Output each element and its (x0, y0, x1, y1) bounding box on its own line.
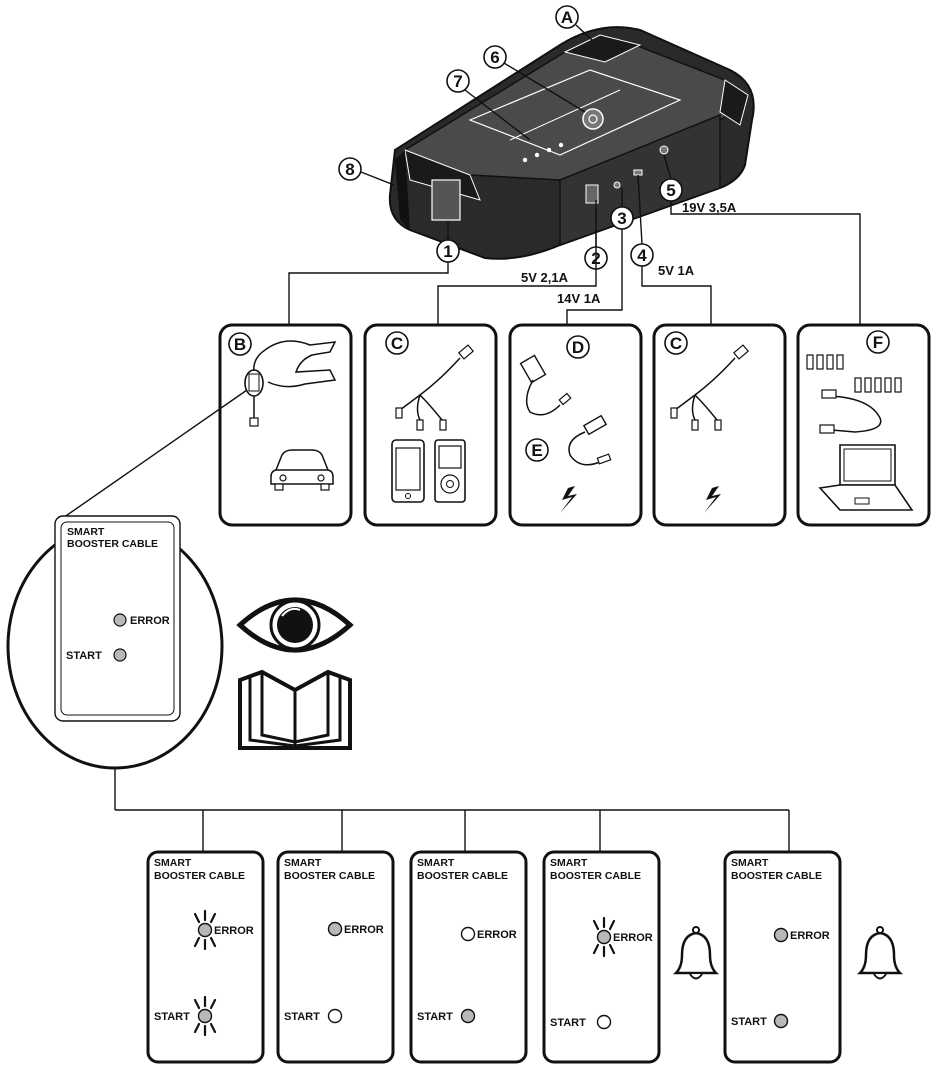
svg-text:4: 4 (637, 246, 647, 265)
start-led (596, 1014, 612, 1030)
callout-3: 3 (610, 206, 634, 230)
card-title-line2: BOOSTER CABLE (284, 870, 375, 882)
callout-7: 7 (446, 69, 531, 141)
start-label: START (417, 1011, 453, 1023)
start-label: START (284, 1011, 320, 1023)
svg-text:D: D (572, 338, 584, 357)
read-manual-icons (236, 597, 354, 750)
status-bus (115, 809, 790, 852)
svg-text:B: B (234, 335, 246, 354)
card-title-line2: BOOSTER CABLE (550, 870, 641, 882)
error-led (596, 929, 612, 945)
panel-F-laptop-adapters: F (796, 323, 931, 527)
svg-text:3: 3 (617, 209, 626, 228)
svg-text:ERROR: ERROR (130, 615, 170, 627)
eye-icon (236, 597, 354, 653)
output-5v-2a: 5V 2,1A (521, 270, 569, 285)
output-14v-1a: 14V 1A (557, 291, 601, 306)
blink-rays-icon (193, 995, 217, 1037)
svg-text:E: E (531, 441, 542, 460)
error-label: ERROR (477, 929, 517, 941)
panel-B-jumper-cables: B (218, 323, 353, 527)
svg-text:5: 5 (666, 181, 675, 200)
start-label: START (731, 1016, 767, 1028)
panel-C-usb-cable-phone: C (363, 323, 498, 527)
svg-text:7: 7 (453, 72, 462, 91)
error-led (773, 927, 789, 943)
start-label: START (154, 1011, 190, 1023)
svg-text:8: 8 (345, 160, 354, 179)
card-title-line1: SMART (417, 857, 455, 869)
error-led (113, 613, 127, 627)
svg-text:6: 6 (490, 48, 499, 67)
error-led (197, 922, 213, 938)
callout-A: A (555, 5, 593, 41)
lightning-icon (704, 486, 721, 513)
callout-8: 8 (338, 157, 395, 186)
blink-rays-icon (193, 909, 217, 951)
start-led (113, 648, 127, 662)
adapter-tips-icon (806, 354, 902, 393)
error-label: ERROR (214, 925, 254, 937)
svg-text:START: START (66, 650, 102, 662)
start-led (327, 1008, 343, 1024)
panel-D-E-chargers: D E (508, 323, 643, 527)
smartphone-icon (391, 439, 425, 503)
bell-icon (856, 926, 904, 980)
card-title-line2: BOOSTER CABLE (417, 870, 508, 882)
output-19v-3-5a: 19V 3,5A (682, 200, 737, 215)
callout-5: 5 (659, 178, 683, 202)
car-charger-icon (568, 414, 612, 466)
car-icon (270, 449, 334, 491)
panel-C2-usb-cable: C (652, 323, 787, 527)
start-led (460, 1008, 476, 1024)
svg-text:1: 1 (443, 242, 452, 261)
wall-adapter-icon (519, 354, 572, 416)
error-led (327, 921, 343, 937)
laptop-icon (818, 444, 914, 511)
connection-lines (288, 154, 861, 330)
card-title-line1: SMART (284, 857, 322, 869)
card-title-line1: SMART (550, 857, 588, 869)
card-title-line2: BOOSTER CABLE (731, 870, 822, 882)
error-label: ERROR (613, 932, 653, 944)
card-title-line1: SMART (154, 857, 192, 869)
smart-cable-zoom: SMART BOOSTER CABLE ERROR START (6, 389, 248, 810)
callout-1: 1 (436, 239, 460, 263)
svg-text:BOOSTER CABLE: BOOSTER CABLE (67, 538, 158, 550)
start-label: START (550, 1017, 586, 1029)
bell-icon (672, 926, 720, 980)
card-title-line1: SMART (731, 857, 769, 869)
card-title-line2: BOOSTER CABLE (154, 870, 245, 882)
svg-text:C: C (391, 334, 403, 353)
svg-text:SMART: SMART (67, 526, 105, 538)
open-book-icon (238, 669, 352, 750)
svg-text:A: A (561, 8, 573, 27)
callout-6: 6 (483, 45, 586, 113)
callout-4: 4 (630, 243, 654, 267)
svg-text:F: F (873, 333, 883, 352)
jump-starter-device (388, 26, 755, 260)
lightning-icon (560, 486, 577, 513)
error-label: ERROR (344, 924, 384, 936)
svg-text:C: C (670, 334, 682, 353)
blink-rays-icon (592, 916, 616, 958)
start-led (773, 1013, 789, 1029)
start-led (197, 1008, 213, 1024)
error-label: ERROR (790, 930, 830, 942)
media-player-icon (434, 439, 466, 503)
output-5v-1a: 5V 1A (658, 263, 695, 278)
error-led (460, 926, 476, 942)
